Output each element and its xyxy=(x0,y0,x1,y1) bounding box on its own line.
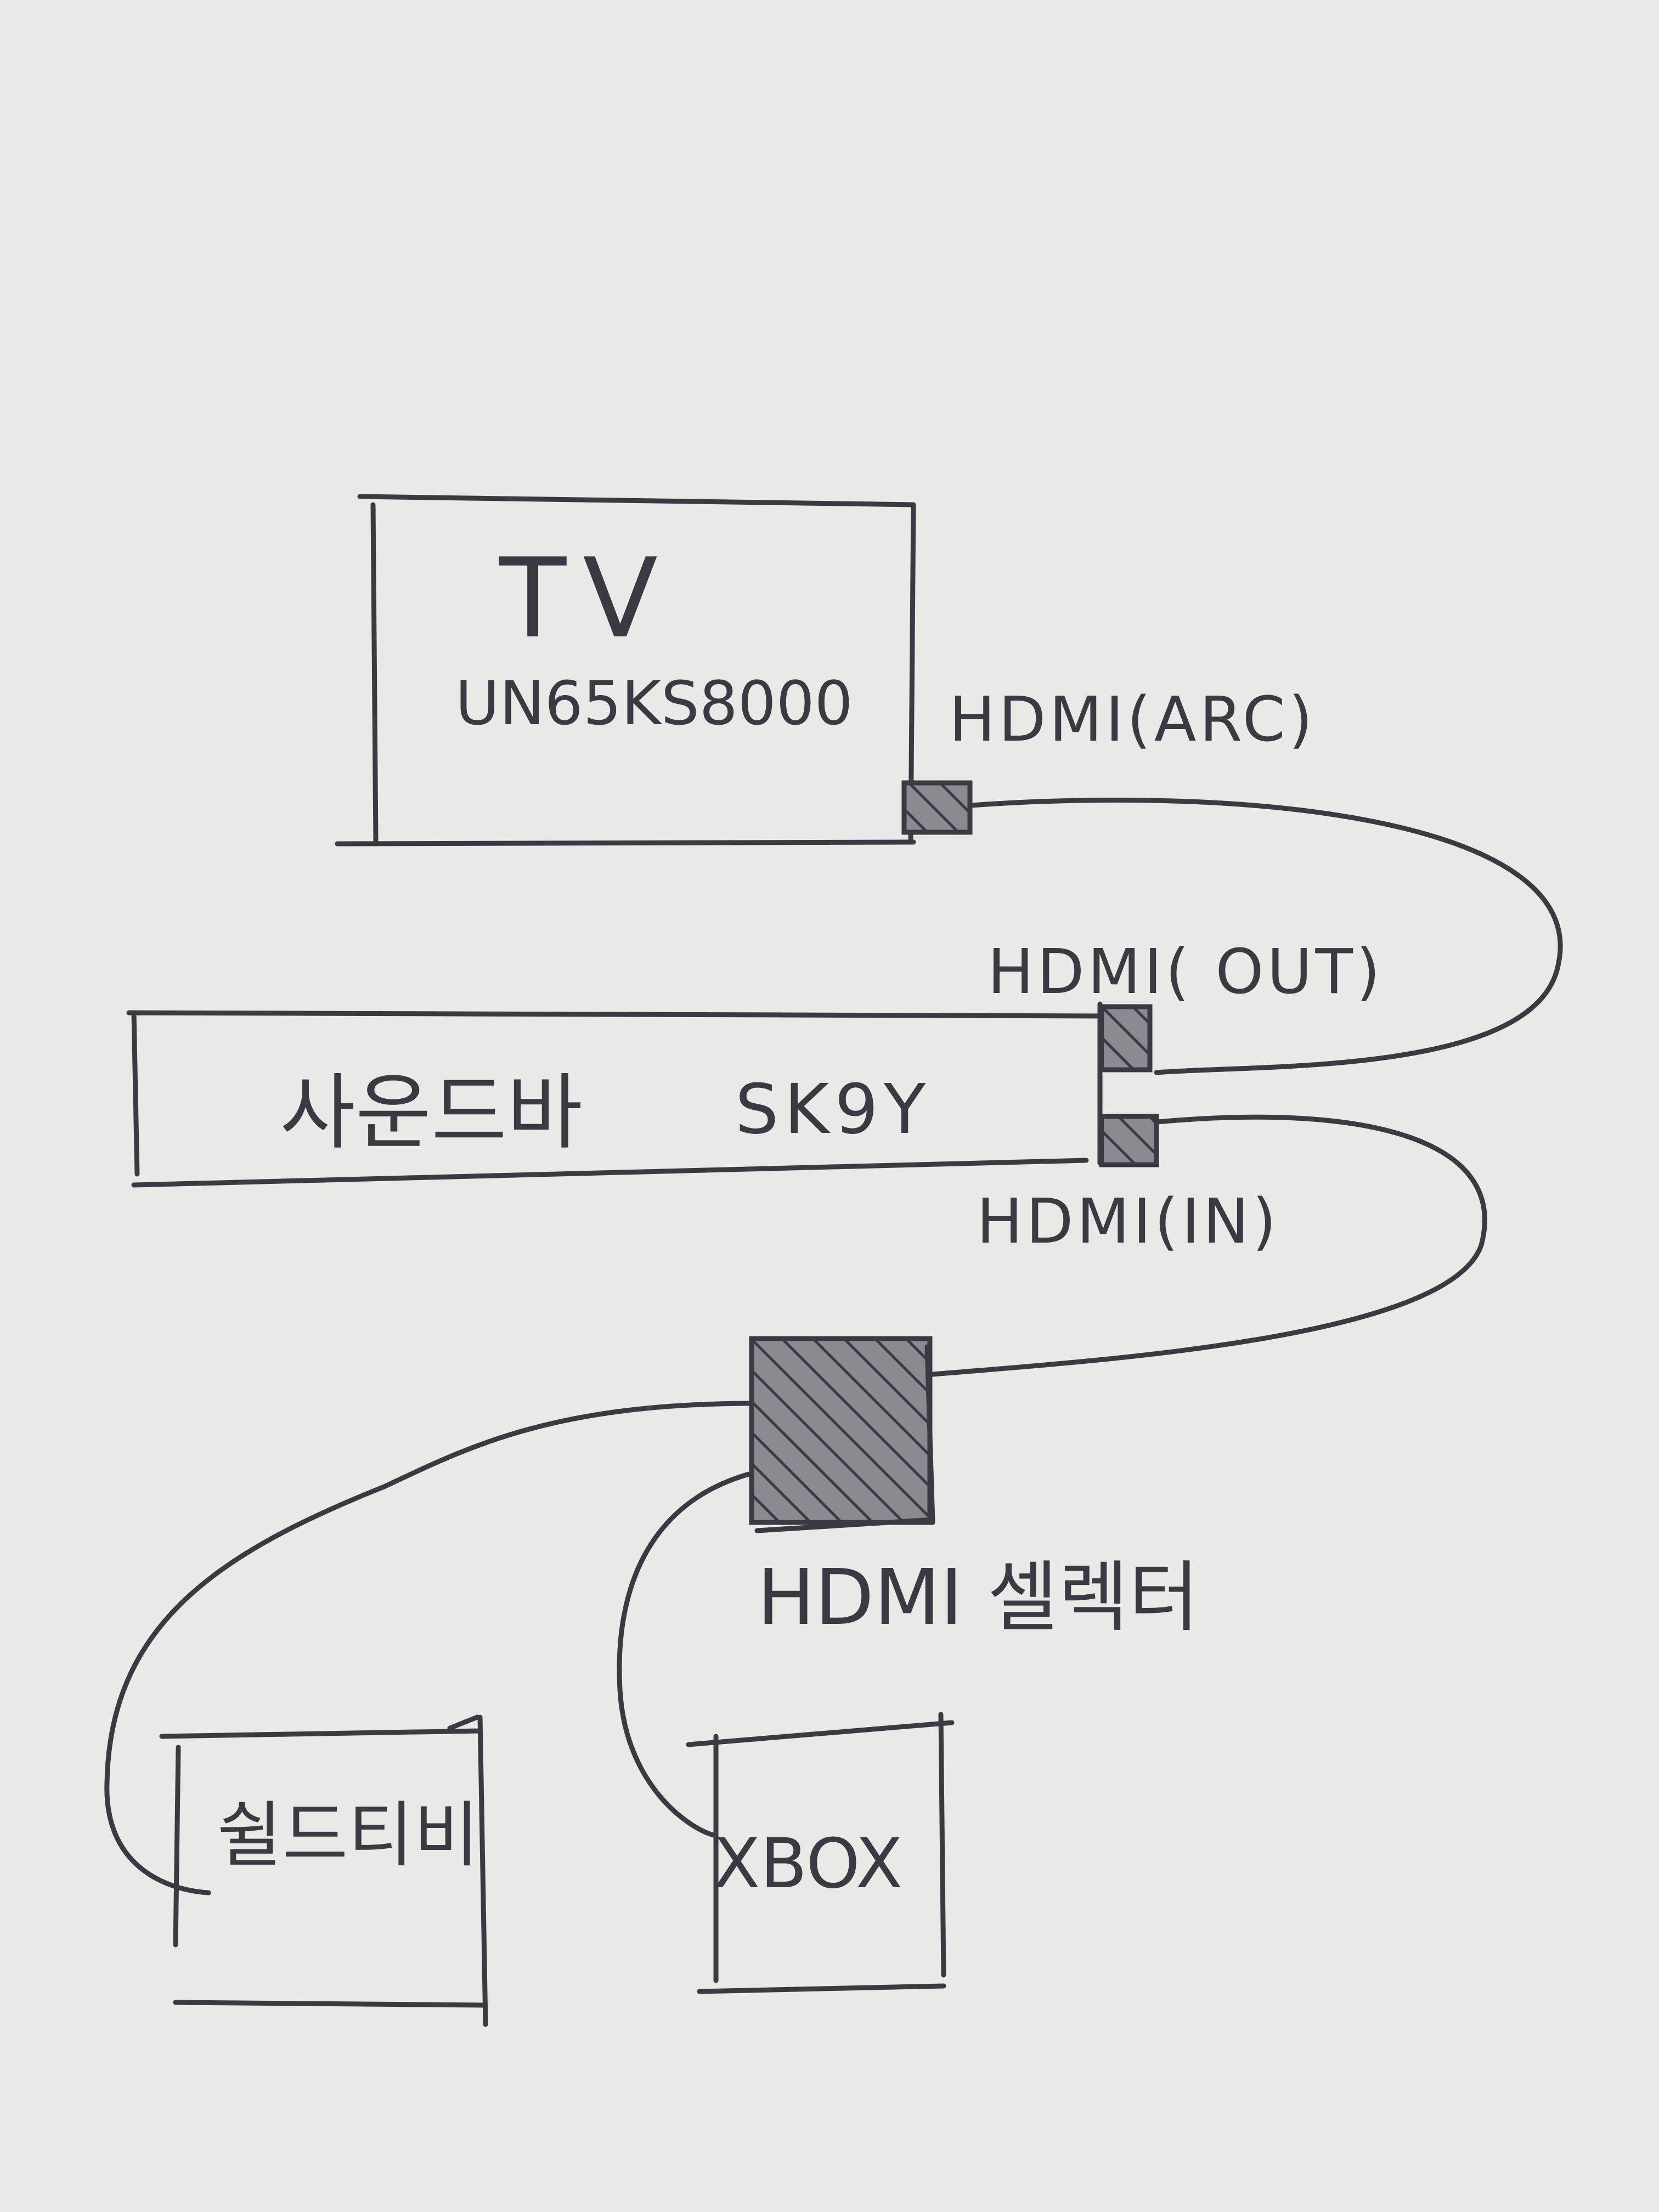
tv-title: TV xyxy=(499,535,674,663)
tv-model: UN65KS8000 xyxy=(455,668,853,738)
cable-tv-to-soundbar xyxy=(968,797,1563,1075)
cable-selector-to-xbox xyxy=(617,1471,752,1838)
tv-hdmi-arc-port xyxy=(901,780,973,835)
shield-tv-label: 쉴드티비 xyxy=(217,1793,479,1877)
soundbar-model: SK9Y xyxy=(735,1070,931,1149)
shield-tv-box: 쉴드티비 xyxy=(159,1714,488,2027)
soundbar-name: 사운드바 xyxy=(280,1065,583,1161)
soundbar-out-label: HDMI( OUT) xyxy=(988,936,1384,1008)
soundbar-in-label: HDMI(IN) xyxy=(977,1186,1279,1257)
xbox-label: XBOX xyxy=(713,1824,902,1904)
soundbar-hdmi-out-port xyxy=(1099,1004,1153,1073)
selector-outline xyxy=(754,1344,935,1533)
tv-box: TV UN65KS8000 xyxy=(335,494,916,847)
cable-selector-to-shield xyxy=(104,1401,752,1895)
tv-port-label: HDMI(ARC) xyxy=(949,684,1316,755)
hdmi-selector xyxy=(749,1336,933,1525)
selector-label: HDMI 셀렉터 xyxy=(757,1553,1199,1643)
xbox-box: XBOX xyxy=(686,1712,955,1994)
cable-soundbar-to-selector xyxy=(930,1114,1487,1377)
soundbar-box: 사운드바 SK9Y xyxy=(126,1001,1105,1188)
soundbar-hdmi-in-port xyxy=(1099,1114,1159,1167)
